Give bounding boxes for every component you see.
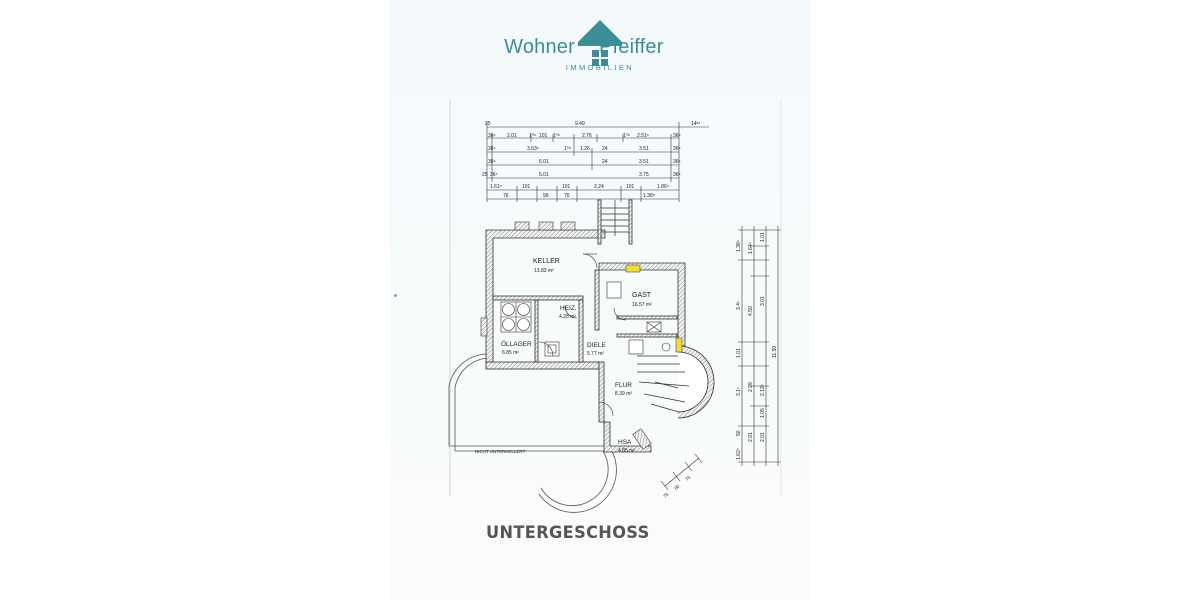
right-dimension-lines [738, 226, 781, 466]
margin-dot [394, 294, 397, 297]
dim-r4-d: 3.51 [639, 159, 649, 165]
document-sheet: Wohner Pfeiffer IMMOBILIEN [389, 0, 811, 600]
dim-right-5: 50 [736, 430, 742, 436]
room-heiz-area: 4.28 m² [559, 314, 576, 320]
dim-right-2: 3.4⁵ [736, 301, 742, 310]
dim-r5-e: 36⁵ [673, 172, 681, 178]
dim-r3-g: 36⁵ [673, 146, 681, 152]
dim-bottom-3: 75 [684, 474, 691, 481]
dim-r2-g: 1⁰⁸ [623, 133, 630, 139]
dim-bottom-1: 75 [662, 491, 669, 498]
dim-r7-b: 99 [543, 193, 549, 199]
room-oellager-area: 6.85 m² [502, 350, 519, 356]
dim-r5-d: 3.75 [639, 172, 649, 178]
dim-r3-b: 3.63⁵ [527, 146, 539, 152]
dim-r2-e: 1⁰⁸ [553, 133, 560, 139]
room-diele-area: 5.77 m² [587, 351, 604, 357]
dim-r6-f: 1.86⁵ [657, 184, 669, 190]
dim-r3-a: 36⁵ [488, 146, 496, 152]
dim-r7-c: 76 [564, 193, 570, 199]
oil-tanks [500, 301, 532, 333]
doors [538, 253, 627, 417]
dim-right-15: 2.01 [760, 432, 766, 442]
dim-right-7: 1.64⁵ [748, 242, 754, 254]
dim-right-14: 1.05 [760, 408, 766, 418]
room-hsa: HSA [618, 439, 632, 446]
room-oellager: ÖLLAGER [501, 340, 532, 348]
dim-right-6: 1.62⁵ [736, 448, 742, 460]
dim-r5-b: 36⁵ [490, 172, 498, 178]
room-hsa-area: 4.85 m² [618, 448, 635, 454]
dim-r6-a: 1.61⁵ [490, 184, 502, 190]
dim-r3-e: 24 [602, 146, 608, 152]
dim-bottom-2: 80 [673, 483, 680, 490]
logo-house-icon [578, 20, 622, 66]
room-diele: DIELE [587, 342, 606, 349]
bottom-dimension-labels: 75 80 75 [662, 474, 691, 498]
room-flur-area: 8.39 m² [615, 391, 632, 397]
room-keller-area: 13.83 m² [534, 268, 554, 274]
dim-right-8: 4.50 [748, 306, 754, 316]
top-dimension-labels: 25 9.49 14²⁵ 36⁵ 2.01 1⁰⁸ 101 1⁰⁸ 2.76 1… [482, 121, 709, 199]
dim-top-3: 14²⁵ [691, 121, 700, 127]
dim-r7-a: 76 [503, 193, 509, 199]
bathroom-fixtures [606, 281, 671, 355]
note-not-basement: NICHT UNTERKELLERT [475, 449, 526, 454]
dim-r6-d: 2.24 [594, 184, 604, 190]
room-keller: KELLER [533, 258, 560, 265]
brand-name-left: Wohner [504, 36, 575, 58]
dim-r4-b: 5.01 [539, 159, 549, 165]
dim-right-1: 1.38⁵ [736, 240, 742, 252]
dim-r4-a: 36⁵ [488, 159, 496, 165]
dim-r5-a: 25 [482, 172, 488, 178]
room-heiz: HEIZ. [560, 305, 577, 312]
dim-r7-d: 1.38⁵ [643, 193, 655, 199]
dim-r4-e: 36⁵ [673, 159, 681, 165]
dim-right-3: 1.01 [736, 348, 742, 358]
dim-r2-b: 2.01 [507, 133, 517, 139]
room-gast-area: 16.57 m² [632, 302, 652, 308]
dim-r2-d: 101 [539, 133, 548, 139]
bottom-dimension-lines [660, 453, 703, 491]
marker-yellow-1 [625, 264, 641, 273]
room-gast: GAST [632, 292, 652, 299]
terrace-outline [448, 353, 617, 513]
dim-r6-e: 101 [626, 184, 635, 190]
brand-name-right: Pfeiffer [599, 36, 664, 58]
dim-right-10: 2.91 [748, 432, 754, 442]
room-flur: FLUR [615, 382, 632, 389]
dim-right-total: 11.50 [772, 346, 778, 358]
dim-right-13: 2.12⁵ [760, 384, 766, 396]
marker-yellow-2 [675, 337, 683, 353]
dim-r6-b: 101 [522, 184, 531, 190]
dim-r2-c: 1⁰⁸ [529, 133, 536, 139]
spiral-stair [637, 345, 715, 419]
dim-right-4: 3.1⁵ [736, 387, 742, 396]
window-wells [480, 221, 652, 450]
dim-right-12: 3.01 [760, 296, 766, 306]
dim-r3-f: 3.51 [639, 146, 649, 152]
floor-plan: 25 9.49 14²⁵ 36⁵ 2.01 1⁰⁸ 101 1⁰⁸ 2.76 1… [448, 100, 782, 513]
dim-r2-i: 36⁵ [673, 133, 681, 139]
dim-r2-h: 2.51⁵ [637, 133, 649, 139]
brand-subtitle: IMMOBILIEN [565, 63, 635, 72]
room-labels: KELLER 13.83 m² GAST 16.57 m² HEIZ. 4.28… [501, 258, 652, 454]
walls [485, 199, 686, 453]
dim-top-2: 9.49 [575, 121, 585, 127]
dim-r2-f: 2.76 [582, 133, 592, 139]
dim-r3-c: 1⁰⁸ [564, 146, 571, 152]
dim-top-1: 25 [485, 121, 491, 127]
entrance-stair [601, 200, 629, 236]
dim-r3-d: 1.26 [580, 146, 590, 152]
dim-right-9: 2.99 [748, 382, 754, 392]
top-dimension-lines [486, 122, 680, 202]
dim-right-11: 1.01 [760, 232, 766, 242]
dim-r2-a: 36⁵ [488, 133, 496, 139]
right-dimension-labels: 1.38⁵ 3.4⁵ 1.01 3.1⁵ 50 1.62⁵ 1.64⁵ 4.50… [736, 232, 778, 460]
dim-r5-c: 5.01 [539, 172, 549, 178]
floor-title: UNTERGESCHOSS [486, 523, 650, 543]
dim-r4-c: 24 [602, 159, 608, 165]
dim-r6-c: 101 [562, 184, 571, 190]
boiler [544, 341, 560, 357]
